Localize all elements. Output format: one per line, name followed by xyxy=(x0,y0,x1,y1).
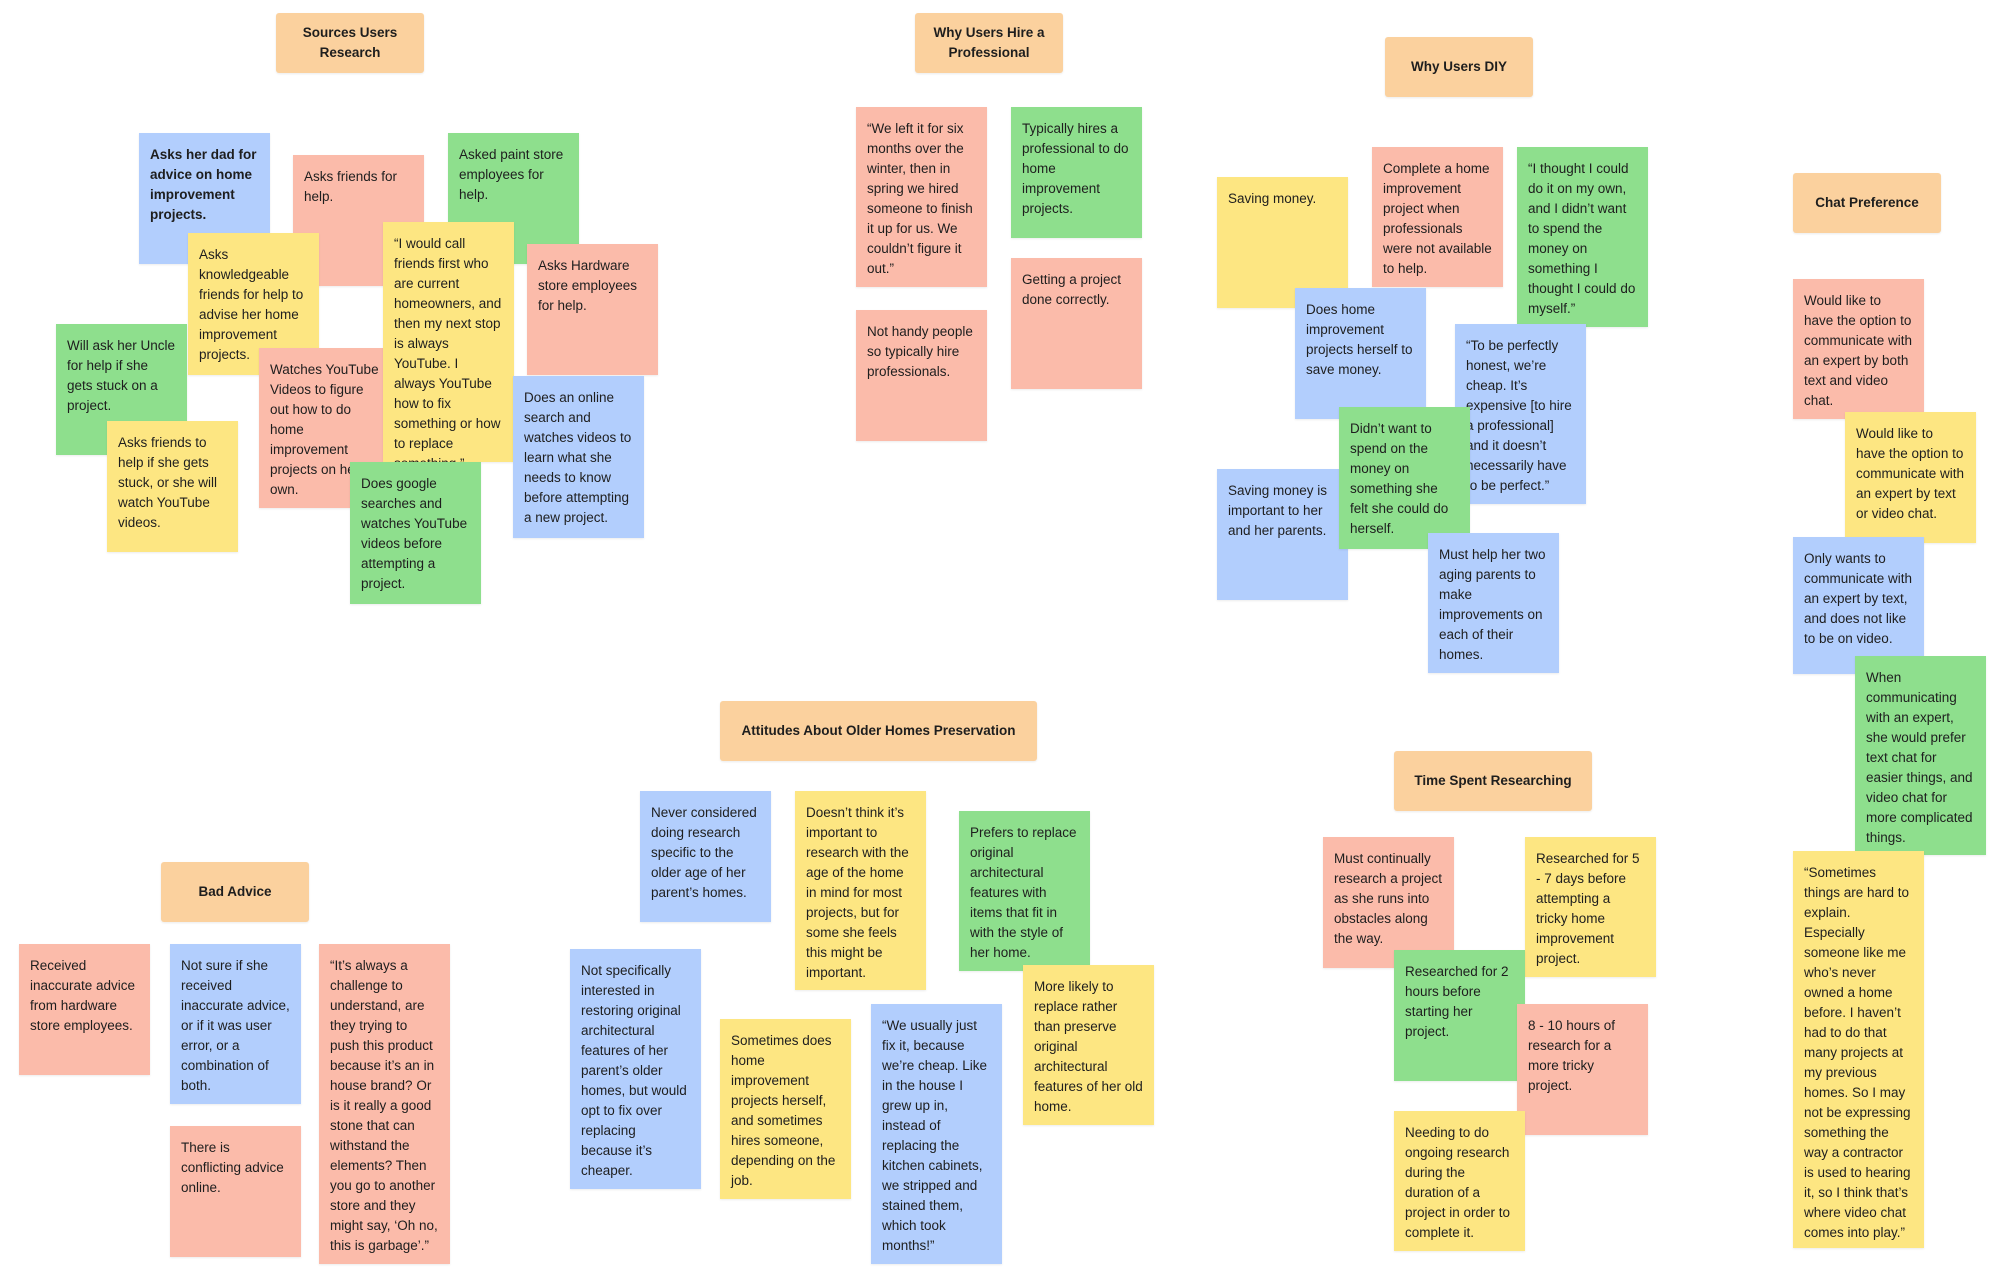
note-thought-could[interactable]: “I thought I could do it on my own, and … xyxy=(1517,147,1648,327)
note-saving-money[interactable]: Saving money. xyxy=(1217,177,1348,308)
note-hardware-employees[interactable]: Asks Hardware store employees for help. xyxy=(527,244,658,375)
note-call-friends[interactable]: “I would call friends first who are curr… xyxy=(383,222,514,462)
note-five-seven-days[interactable]: Researched for 5 - 7 days before attempt… xyxy=(1525,837,1656,977)
note-save-money-herself[interactable]: Does home improvement projects herself t… xyxy=(1295,288,1426,419)
note-saving-important[interactable]: Saving money is important to her and her… xyxy=(1217,469,1348,600)
note-doesnt-think[interactable]: Doesn’t think it’s important to research… xyxy=(795,791,926,990)
note-eight-ten-hours[interactable]: 8 - 10 hours of research for a more tric… xyxy=(1517,1004,1648,1135)
note-typically-hires[interactable]: Typically hires a professional to do hom… xyxy=(1011,107,1142,238)
note-text-or-video[interactable]: Would like to have the option to communi… xyxy=(1845,412,1976,543)
header-bad-advice[interactable]: Bad Advice xyxy=(161,862,309,922)
note-friends-stuck[interactable]: Asks friends to help if she gets stuck, … xyxy=(107,421,238,552)
note-conflicting-advice[interactable]: There is conflicting advice online. xyxy=(170,1126,301,1257)
note-two-hours[interactable]: Researched for 2 hours before starting h… xyxy=(1394,950,1525,1081)
note-received-inaccurate[interactable]: Received inaccurate advice from hardware… xyxy=(19,944,150,1075)
note-perfectly-honest[interactable]: “To be perfectly honest, we’re cheap. It… xyxy=(1455,324,1586,504)
note-more-likely[interactable]: More likely to replace rather than prese… xyxy=(1023,965,1154,1125)
note-done-correctly[interactable]: Getting a project done correctly. xyxy=(1011,258,1142,389)
note-when-communicating[interactable]: When communicating with an expert, she w… xyxy=(1855,656,1986,855)
header-sources-users-research[interactable]: Sources Users Research xyxy=(276,13,424,73)
note-hard-to-explain[interactable]: “Sometimes things are hard to explain. E… xyxy=(1793,851,1924,1248)
note-option-both[interactable]: Would like to have the option to communi… xyxy=(1793,279,1924,419)
note-only-text[interactable]: Only wants to communicate with an expert… xyxy=(1793,537,1924,674)
note-continually-research[interactable]: Must continually research a project as s… xyxy=(1323,837,1454,968)
note-aging-parents[interactable]: Must help her two aging parents to make … xyxy=(1428,533,1559,673)
note-google-searches[interactable]: Does google searches and watches YouTube… xyxy=(350,462,481,604)
note-online-search[interactable]: Does an online search and watches videos… xyxy=(513,376,644,538)
header-attitudes-older-homes[interactable]: Attitudes About Older Homes Preservation xyxy=(720,701,1037,761)
header-why-users-diy[interactable]: Why Users DIY xyxy=(1385,37,1533,97)
note-complete-project[interactable]: Complete a home improvement project when… xyxy=(1372,147,1503,287)
note-not-sure[interactable]: Not sure if she received inaccurate advi… xyxy=(170,944,301,1104)
note-not-specifically[interactable]: Not specifically interested in restoring… xyxy=(570,949,701,1189)
note-didnt-want-spend[interactable]: Didn’t want to spend on the money on som… xyxy=(1339,407,1470,549)
note-never-considered[interactable]: Never considered doing research specific… xyxy=(640,791,771,922)
note-usually-fix[interactable]: “We usually just fix it, because we’re c… xyxy=(871,1004,1002,1264)
header-time-spent-researching[interactable]: Time Spent Researching xyxy=(1394,751,1592,811)
note-ongoing-research[interactable]: Needing to do ongoing research during th… xyxy=(1394,1111,1525,1251)
note-not-handy[interactable]: Not handy people so typically hire profe… xyxy=(856,310,987,441)
note-prefers-replace[interactable]: Prefers to replace original architectura… xyxy=(959,811,1090,971)
note-six-months[interactable]: “We left it for six months over the wint… xyxy=(856,107,987,287)
header-chat-preference[interactable]: Chat Preference xyxy=(1793,173,1941,233)
note-sometimes-does[interactable]: Sometimes does home improvement projects… xyxy=(720,1019,851,1199)
header-why-users-hire[interactable]: Why Users Hire a Professional xyxy=(915,13,1063,73)
note-always-challenge[interactable]: “It’s always a challenge to understand, … xyxy=(319,944,450,1264)
